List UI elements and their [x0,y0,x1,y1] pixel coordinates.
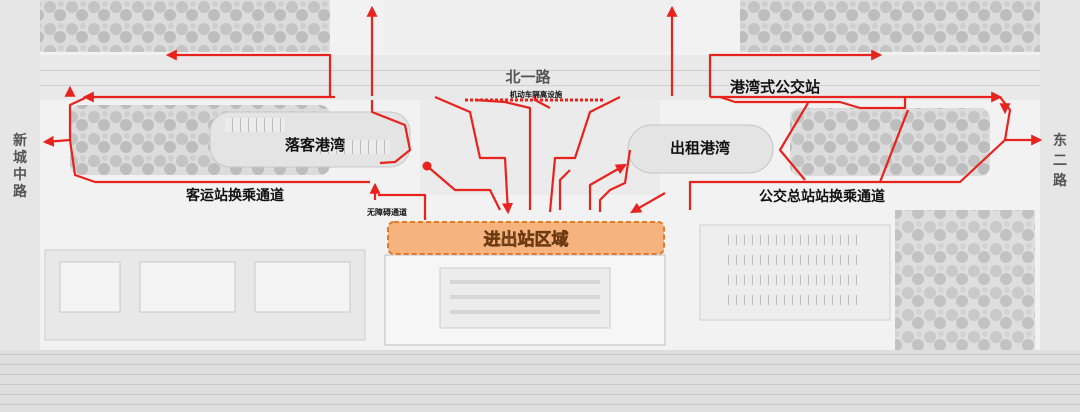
west-road-label-char: 新 [13,132,27,149]
route-bus-bay-stop [719,95,907,110]
west-road [0,0,40,412]
south-east-greenery [895,210,1035,350]
east-green-belt [790,108,990,176]
west-road-label-char: 中 [13,166,27,183]
central-plaza [420,100,660,195]
north-east-greenery [740,0,1040,52]
route-north-east-upper-arrow [708,49,883,97]
route-taxi-arrow [630,192,666,214]
east-road-label-char: 二 [1053,153,1067,169]
barrier-free-label: 无障碍通道 [366,207,407,217]
north-west-greenery [40,0,330,52]
north-road [40,55,1040,100]
bus-transfer-label: 公交总站站换乘通道 [759,188,885,205]
red-dot-marker [422,161,432,171]
route-bus-transfer-line [700,139,1006,184]
taxi-bay-area [627,124,774,174]
route-central-right [548,96,621,213]
route-west-up [68,97,86,140]
vehicle-separation-label: 机动车隔离设施 [510,89,563,99]
route-west-exit-arrow [42,135,71,147]
dropoff-bay-label: 落客港湾 [285,136,345,154]
entry-exit-area-label: 进出站区域 [484,229,569,250]
east-road-label: 东二路 [1053,132,1068,189]
railway-tracks [0,350,1080,412]
entry-exit-area [387,221,665,255]
route-north-west-upper-arrow [165,49,332,97]
route-barrier-free [378,193,427,220]
west-road-label-char: 城 [13,149,27,166]
traffic-routes [42,5,1043,220]
north-road-label: 北一路 [505,68,551,86]
route-coach-transfer-line [68,139,370,184]
east-road-label-char: 东 [1053,132,1067,149]
west-road-label-char: 路 [13,183,28,200]
coach-transfer-label: 客运站换乘通道 [185,187,284,204]
bus-bay-stop-label: 港湾式公交站 [730,78,820,96]
east-road [1040,0,1080,412]
east-road-label-char: 路 [1053,172,1068,189]
route-central-left-arrow [434,95,514,215]
north-middle-block [385,0,675,52]
route-red-dot-path [426,165,501,211]
taxi-bay-label: 出租港湾 [670,139,730,157]
route-dropoff-loop [370,100,412,165]
